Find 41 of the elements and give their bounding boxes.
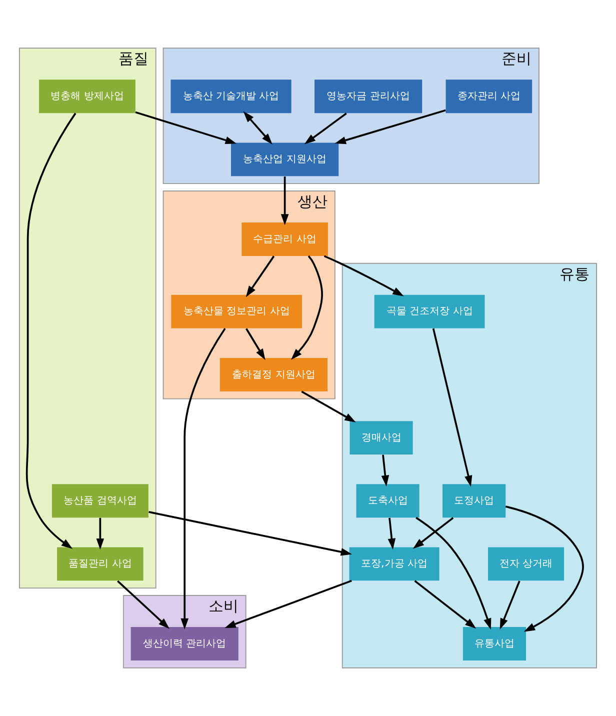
node-box: 포장,가공 사업 <box>349 547 440 581</box>
node-box: 품질관리 사업 <box>57 547 144 581</box>
node-box: 농산품 검역사업 <box>52 484 148 518</box>
arrow <box>414 580 476 629</box>
node-box: 도축사업 <box>356 484 420 518</box>
arrow <box>301 390 356 422</box>
node-box: 병충해 방제사업 <box>38 80 136 114</box>
node-box: 출하결정 지원사업 <box>220 358 328 392</box>
arrow <box>180 328 226 630</box>
node-box: 유통사업 <box>462 627 526 660</box>
arrow <box>243 111 272 144</box>
node-box: 농축산업 지원사업 <box>231 142 339 176</box>
node-box: 수급관리 사업 <box>242 222 328 256</box>
arrow <box>324 255 404 296</box>
node-box: 도정사업 <box>442 484 506 518</box>
arrow <box>246 328 266 360</box>
arrow <box>304 112 347 144</box>
node-box: 농축산물 정보관리 사업 <box>171 294 302 328</box>
node-box: 영농자금 관리사업 <box>314 80 422 114</box>
node-box: 전자 상거래 <box>488 547 564 581</box>
arrow <box>432 328 472 487</box>
arrow <box>388 518 396 550</box>
arrow <box>224 580 352 628</box>
arrow <box>96 518 104 550</box>
arrow <box>505 506 584 632</box>
arrow <box>412 517 454 549</box>
arrow <box>334 109 446 144</box>
arrow <box>500 580 520 630</box>
arrow <box>280 176 289 226</box>
arrow <box>246 256 275 298</box>
arrow <box>148 511 352 556</box>
node-box: 생산이력 관리사업 <box>130 627 238 660</box>
node-box: 농축산 기술개발 사업 <box>170 80 292 114</box>
arrow <box>26 112 76 549</box>
arrow <box>416 516 492 630</box>
arrow <box>291 255 323 360</box>
node-box: 종자관리 사업 <box>446 80 532 114</box>
node-box: 경매사업 <box>350 421 413 454</box>
arrow <box>381 454 390 487</box>
node-box: 곡물 건조저장 사업 <box>374 294 485 328</box>
arrow <box>135 111 237 144</box>
